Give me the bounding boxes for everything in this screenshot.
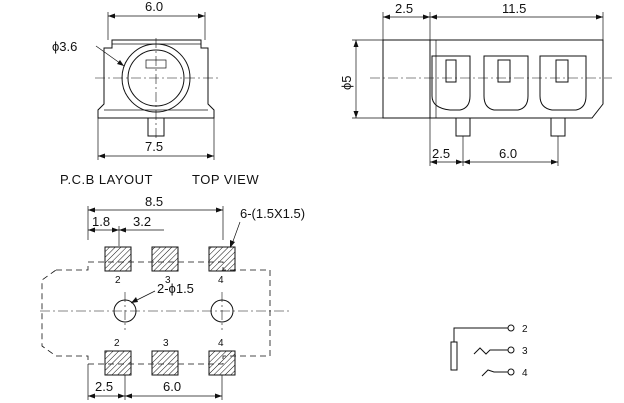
side-pin-right [550, 117, 566, 137]
front-pin [147, 117, 165, 137]
pcb-pad-bottom-label-4: 4 [218, 338, 224, 349]
top-view-caption: TOP VIEW [192, 172, 259, 187]
front-view: 6.0 ϕ3.6 7.5 [52, 0, 218, 160]
pcb-pad-top-4 [208, 246, 236, 272]
pcb-pad-bottom-4 [208, 350, 236, 376]
side-view: 2.5 11.5 ϕ5 2 [339, 1, 612, 166]
schematic-pin-2: 2 [522, 324, 528, 335]
pcb-pad-top-label-3: 3 [165, 275, 171, 286]
pcb-dim-bottom-left-label: 2.5 [95, 379, 113, 394]
side-body-outline [430, 39, 604, 119]
pcb-pad-bottom-label-2: 2 [114, 338, 120, 349]
pcb-width-label: 8.5 [145, 194, 163, 209]
pcb-pad-bottom-2 [104, 350, 132, 376]
pcb-pad-top-label-2: 2 [115, 275, 121, 286]
pcb-dim-bottom-mid-label: 6.0 [163, 379, 181, 394]
pcb-outline [41, 261, 271, 365]
pcb-pad-bottom-label-3: 3 [163, 338, 169, 349]
schematic-pin-3: 3 [522, 346, 528, 357]
side-offset-top-label: 2.5 [395, 1, 413, 16]
side-length-label: 11.5 [502, 1, 526, 16]
pcb-dim-left-label: 1.8 [92, 214, 110, 229]
pcb-pad-size-label: 6-(1.5X1.5) [240, 206, 305, 221]
pcb-dim-mid-label: 3.2 [133, 214, 151, 229]
pcb-pad-top-2 [104, 246, 132, 272]
jack-schematic: 2 3 4 [450, 324, 528, 379]
side-offset-bottom-label: 2.5 [432, 146, 450, 161]
pcb-layout-caption: P.C.B LAYOUT [60, 172, 153, 187]
front-width-top-label: 6.0 [145, 0, 163, 14]
side-pin-left [455, 117, 471, 137]
pcb-pad-top-3 [151, 246, 179, 272]
side-height-label: ϕ5 [339, 75, 354, 90]
pcb-pad-top-label-4: 4 [218, 275, 224, 286]
side-pin-pitch-label: 6.0 [499, 146, 517, 161]
schematic-sleeve [450, 341, 458, 371]
pcb-hole-label: 2-ϕ1.5 [157, 281, 194, 296]
schematic-pin-4: 4 [522, 368, 528, 379]
side-front-flange [382, 39, 431, 119]
front-diameter-label: ϕ3.6 [52, 39, 77, 54]
pcb-layout: 8.5 1.8 3.2 6-(1.5X1.5) 2 3 4 2-ϕ1.5 2 [40, 194, 305, 400]
pcb-pad-bottom-3 [151, 350, 179, 376]
front-width-bottom-label: 7.5 [145, 139, 163, 154]
side-pin-housings [431, 55, 587, 111]
pcb-hole-right [210, 299, 234, 323]
pcb-hole-left [113, 299, 137, 323]
